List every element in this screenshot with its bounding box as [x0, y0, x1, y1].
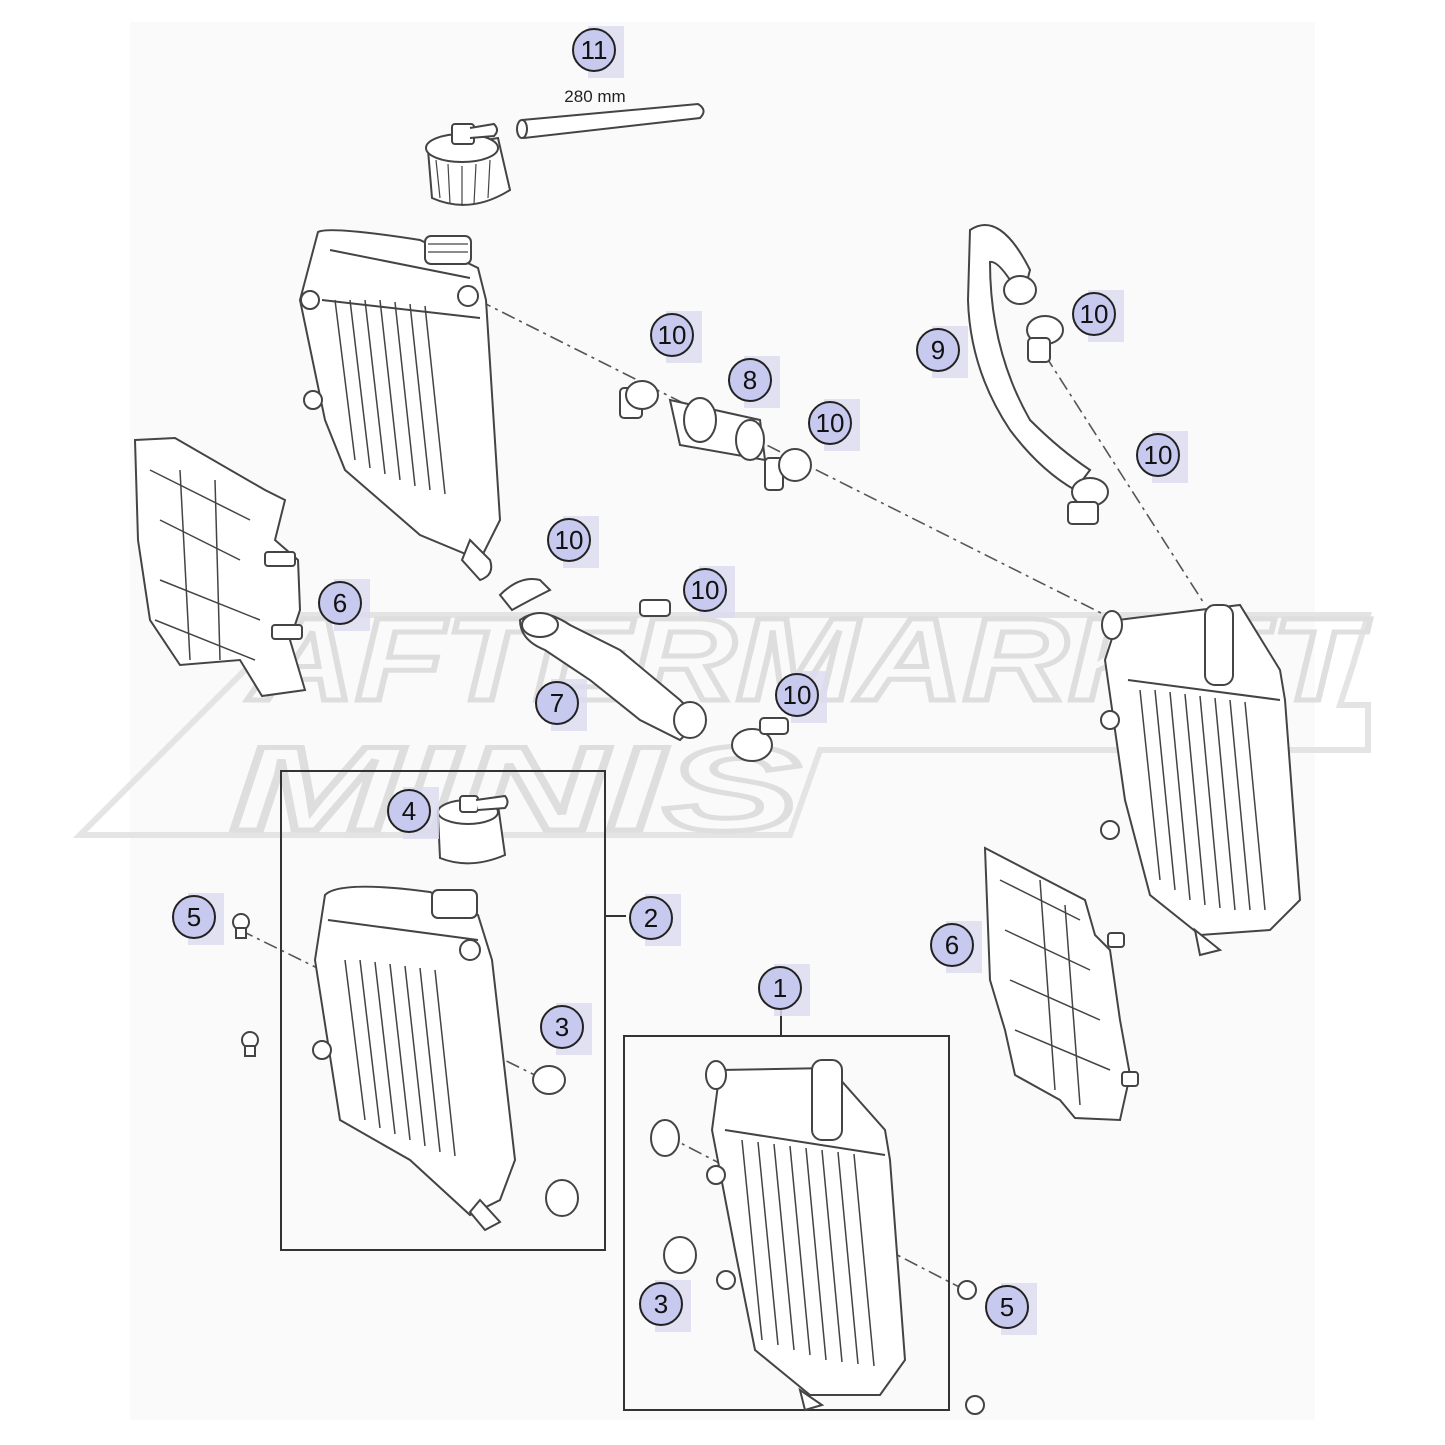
callout-3-top: 3 [540, 1003, 592, 1055]
callout-11: 11 [572, 26, 624, 78]
callout-circle [683, 568, 727, 612]
callout-circle [535, 681, 579, 725]
callout-circle [916, 328, 960, 372]
callout-circle [728, 358, 772, 402]
callout-label: 5 [1000, 1292, 1014, 1322]
callout-label: 10 [816, 408, 845, 438]
callout-label: 6 [333, 588, 347, 618]
right-radiator-kit [650, 1059, 907, 1412]
callout-label: 10 [555, 525, 584, 555]
callout-circle [1136, 433, 1180, 477]
callout-5-right: 5 [985, 1283, 1037, 1335]
callout-2: 2 [629, 894, 681, 946]
callout-9: 9 [916, 326, 968, 378]
callout-label: 6 [945, 930, 959, 960]
right-radiator-shroud [983, 846, 1139, 1122]
callout-circle [775, 673, 819, 717]
callout-label: 5 [187, 902, 201, 932]
callout-circle [547, 518, 591, 562]
bolt-left-b [241, 1031, 259, 1057]
callout-circle [572, 28, 616, 72]
callout-label: 10 [658, 320, 687, 350]
callout-circle [650, 313, 694, 357]
callout-1: 1 [758, 964, 810, 1016]
kit-box-2 [280, 770, 606, 1251]
filler-cap-top [425, 122, 512, 206]
callout-circle [629, 896, 673, 940]
kit-box-1 [623, 1035, 950, 1411]
callout-5-left: 5 [172, 893, 224, 945]
callout-label: 10 [1080, 299, 1109, 329]
callout-10-e: 10 [547, 516, 599, 568]
coolant-hose-lower [498, 578, 789, 762]
callout-label: 1 [773, 973, 787, 1003]
callout-layer: 11 10 8 10 9 10 10 10 10 10 6 7 4 5 2 3 1 6 3 5 [172, 26, 1188, 1335]
callout-8: 8 [728, 356, 780, 408]
callout-label: 10 [783, 680, 812, 710]
callout-3-bottom: 3 [639, 1280, 691, 1332]
bolt-right-b [965, 1395, 985, 1415]
callout-label: 11 [581, 35, 608, 65]
callout-10-d: 10 [1136, 431, 1188, 483]
callout-label: 4 [402, 796, 416, 826]
callout-label: 3 [654, 1289, 668, 1319]
callout-label: 7 [550, 688, 564, 718]
callout-circle [172, 895, 216, 939]
callout-label: 2 [644, 903, 658, 933]
left-radiator-top [298, 229, 502, 582]
callout-circle [985, 1285, 1029, 1329]
callout-6-left: 6 [318, 579, 370, 631]
left-radiator-shroud [133, 436, 307, 698]
callout-circle [808, 401, 852, 445]
watermark-line2: MINIS [230, 722, 800, 856]
callout-label: 9 [931, 335, 945, 365]
callout-label: 10 [1144, 440, 1173, 470]
callout-10-b: 10 [808, 399, 860, 451]
callout-10-c: 10 [1072, 290, 1124, 342]
callout-circle [930, 923, 974, 967]
callout-circle [540, 1005, 584, 1049]
callout-4: 4 [387, 787, 439, 839]
coolant-hose-upper [966, 224, 1109, 525]
callout-circle [1072, 292, 1116, 336]
filler-cap-kit [436, 794, 509, 865]
callout-10-a: 10 [650, 311, 702, 363]
hose-length-label: 280 mm [564, 87, 625, 106]
callout-circle [387, 789, 431, 833]
callout-10-f: 10 [683, 566, 735, 618]
left-radiator-kit [312, 885, 579, 1232]
callout-circle [758, 966, 802, 1010]
coolant-t-fitting [619, 380, 812, 491]
callout-10-g: 10 [775, 671, 827, 723]
right-radiator-top [1100, 603, 1302, 957]
callout-label: 10 [691, 575, 720, 605]
callout-label: 8 [743, 365, 757, 395]
callout-7: 7 [535, 679, 587, 731]
callout-label: 3 [555, 1012, 569, 1042]
callout-circle [318, 581, 362, 625]
callout-circle [639, 1282, 683, 1326]
callout-6-right: 6 [930, 921, 982, 973]
breather-hose [516, 102, 705, 140]
bolt-left-a [232, 913, 250, 939]
bolt-right-a [957, 1280, 977, 1300]
